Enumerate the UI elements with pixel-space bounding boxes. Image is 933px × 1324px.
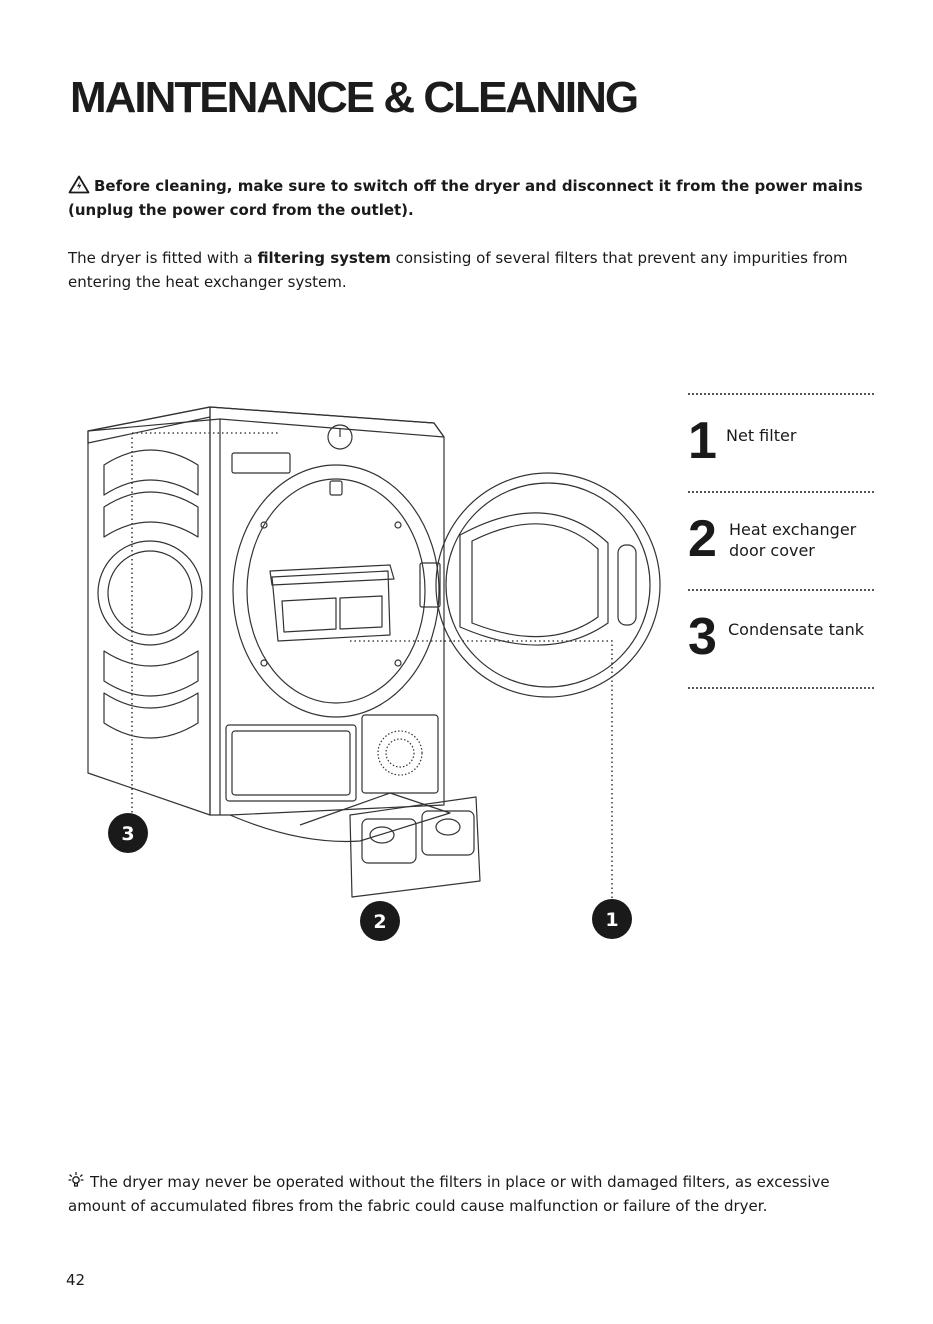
dryer-side-panel	[87, 406, 211, 816]
tip-note: The dryer may never be operated without …	[68, 1170, 878, 1218]
intro-text-start: The dryer is fitted with a	[68, 249, 258, 267]
legend-number: 1	[688, 412, 717, 470]
marker-3-label: 3	[121, 823, 134, 845]
marker-2: 2	[360, 901, 400, 941]
intro-bold-term: filtering system	[257, 249, 391, 267]
marker-2-label: 2	[373, 911, 386, 933]
legend-number: 2	[688, 510, 717, 568]
heat-exchanger-cover-shape	[349, 796, 481, 898]
warning-text: Before cleaning, make sure to switch off…	[68, 174, 888, 222]
marker-1-label: 1	[605, 909, 618, 931]
net-filter-shape	[271, 570, 391, 642]
leader-line-1	[350, 640, 613, 901]
tip-text: The dryer may never be operated without …	[68, 1173, 830, 1215]
legend-divider	[688, 491, 874, 493]
marker-1: 1	[592, 899, 632, 939]
legend-label: Net filter	[726, 426, 797, 445]
open-door-shape	[435, 472, 661, 698]
legend-divider	[688, 589, 874, 591]
legend-divider	[688, 393, 874, 395]
dryer-front-panel	[209, 406, 445, 816]
leader-line-3	[131, 432, 280, 823]
legend-label: Condensate tank	[728, 620, 865, 639]
legend-label: Heat exchanger door cover	[729, 520, 857, 560]
warning-message: Before cleaning, make sure to switch off…	[68, 177, 863, 219]
intro-paragraph: The dryer is fitted with a filtering sys…	[68, 246, 868, 294]
legend-item-net-filter: 1 Net filter	[688, 395, 878, 491]
legend-item-heat-exchanger-door-cover: 2 Heat exchanger door cover	[688, 493, 878, 589]
legend-divider	[688, 687, 874, 689]
callout-legend: 1 Net filter 2 Heat exchanger door cover…	[688, 393, 878, 689]
dryer-illustration: 1 2 3	[87, 406, 661, 941]
intro-text-end: consisting of several filters that preve…	[68, 249, 848, 291]
page-title: MAINTENANCE & CLEANING	[70, 73, 639, 122]
electric-hazard-icon	[68, 175, 90, 194]
marker-3: 3	[108, 813, 148, 853]
page-number: 42	[66, 1271, 86, 1289]
legend-item-condensate-tank: 3 Condensate tank	[688, 591, 878, 687]
speaker-grille	[361, 714, 439, 794]
lightbulb-icon	[68, 1171, 84, 1187]
legend-number: 3	[688, 608, 717, 666]
